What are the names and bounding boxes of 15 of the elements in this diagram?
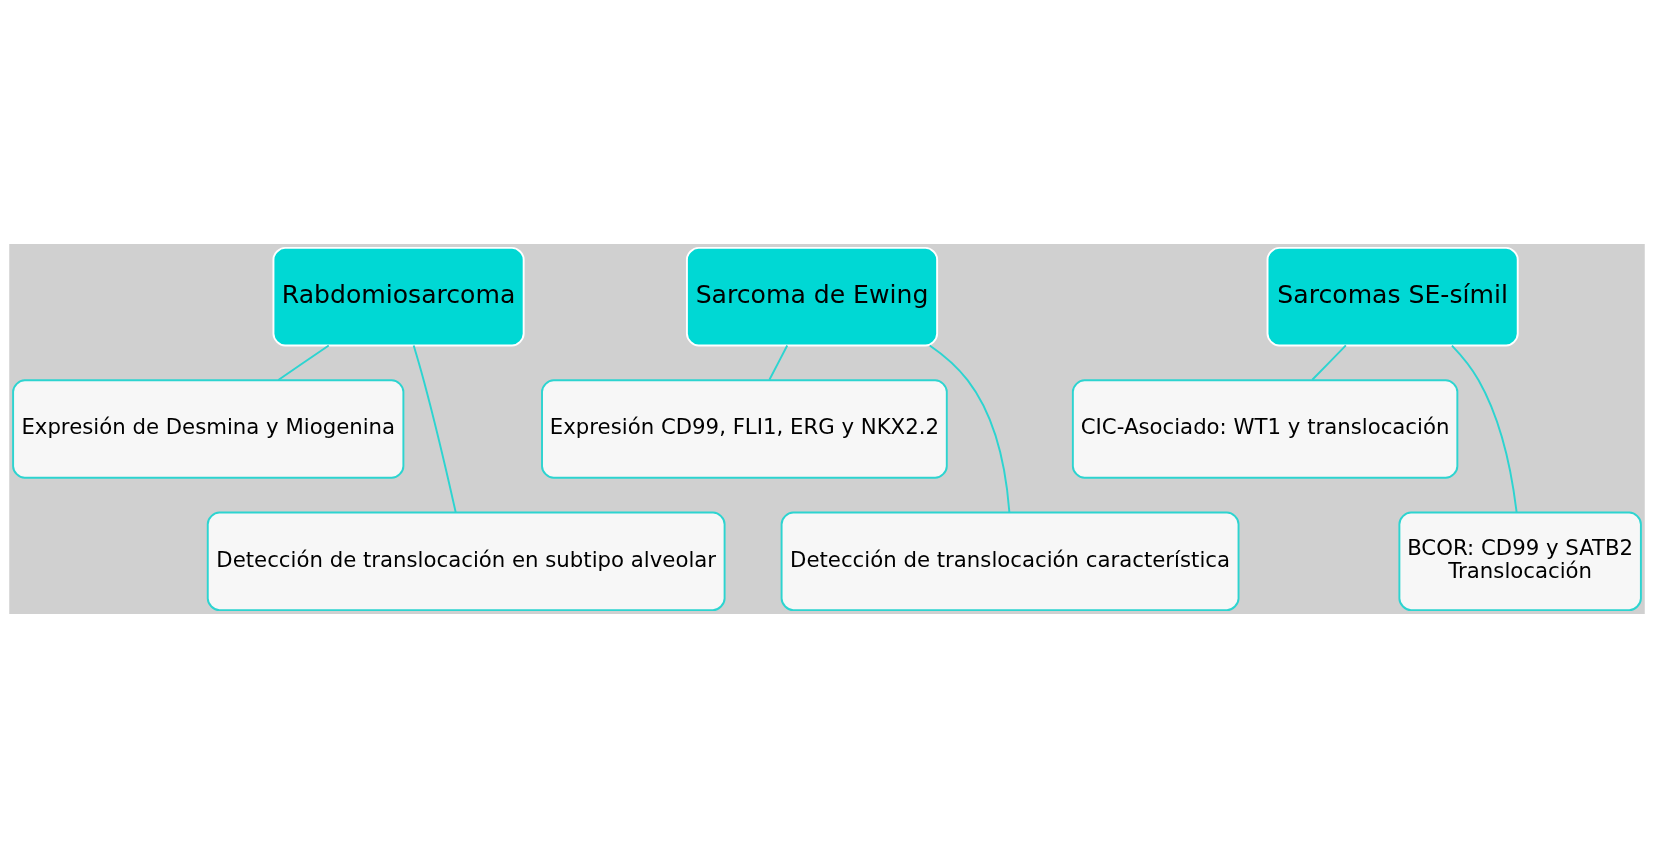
node-box: Sarcomas SE-símil [1266,246,1519,347]
node-box: Rabdomiosarcoma [272,246,525,347]
connector [412,344,457,514]
node-box: Expresión CD99, FLI1, ERG y NKX2.2 [541,379,948,479]
node-box: Detección de translocación característica [780,511,1240,612]
connector [928,344,1011,514]
connector [1311,344,1347,381]
node-box: BCOR: CD99 y SATB2 Translocación [1398,511,1642,612]
connector [277,344,330,381]
connector [1451,344,1518,514]
connector [768,344,789,381]
node-box: Sarcoma de Ewing [685,246,939,347]
node-box: Detección de translocación en subtipo alveolar [206,511,726,612]
node-box: Expresión de Desmina y Miogenina [12,379,405,479]
node-box: CIC-Asociado: WT1 y translocación [1071,379,1459,479]
